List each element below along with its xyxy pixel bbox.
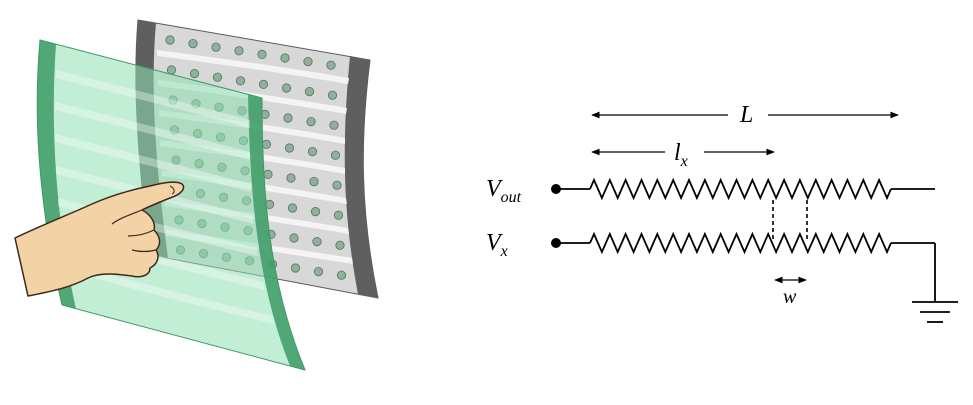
sensor-dot — [211, 42, 221, 52]
sensor-dot — [330, 150, 341, 160]
sensor-dot — [326, 60, 336, 70]
sensor-dot — [304, 87, 315, 97]
sensor-dot — [312, 237, 322, 247]
sensor-dot — [258, 79, 269, 90]
vout-main: V — [486, 176, 503, 202]
sensor-dot — [188, 38, 198, 49]
sensor-dot — [263, 169, 273, 179]
sensor-dot — [261, 139, 272, 149]
sensor-dot — [310, 207, 321, 217]
vx-label: Vx — [486, 230, 508, 260]
bottom-resistor — [556, 231, 936, 302]
sensor-dot — [313, 266, 324, 277]
sensor-dot — [234, 46, 244, 56]
circuit-diagram — [551, 111, 958, 323]
sensor-dot — [309, 177, 319, 187]
sensor-dot — [280, 53, 290, 63]
sensor-dot — [284, 143, 295, 153]
contact-lines — [772, 200, 808, 240]
lx-main: l — [674, 140, 681, 166]
sensor-dot — [307, 147, 318, 157]
vx-main: V — [486, 230, 503, 256]
sensor-dot — [335, 240, 345, 250]
sensor-dot — [257, 49, 267, 60]
sensor-dot — [212, 72, 223, 82]
sensor-dot — [283, 113, 293, 123]
length-L-label: L — [739, 102, 753, 128]
sensor-dot — [287, 203, 298, 213]
sensor-dot — [286, 173, 296, 183]
vx-terminal — [551, 238, 561, 248]
top-resistor — [556, 177, 935, 201]
sensor-illustration — [14, 19, 379, 371]
width-w-label: w — [783, 286, 797, 308]
front-electrode-sheet — [36, 39, 306, 371]
sensor-dot — [306, 117, 316, 127]
sensor-dot — [166, 65, 177, 75]
sensor-dot — [165, 35, 175, 45]
sensor-dot — [281, 83, 292, 93]
sensor-dot — [235, 76, 246, 86]
sensor-dot — [289, 233, 299, 243]
sensor-dot — [329, 120, 339, 130]
sensor-dot — [333, 210, 344, 220]
sensor-dot — [189, 69, 200, 79]
sensor-dot — [336, 270, 347, 280]
vx-subscript: x — [500, 243, 508, 260]
length-lx-label: lx — [674, 140, 688, 170]
sensor-dot — [327, 90, 338, 100]
ground-symbol-icon — [912, 301, 958, 323]
sensor-dot — [303, 56, 313, 67]
vout-label: Vout — [486, 176, 522, 206]
vout-terminal — [551, 184, 561, 194]
sensor-dot — [290, 263, 301, 273]
lx-subscript: x — [680, 153, 688, 170]
pointing-hand-icon — [14, 181, 185, 297]
sensor-dot — [332, 180, 342, 190]
vout-subscript: out — [501, 189, 522, 206]
front-sheet-stripes — [55, 70, 275, 324]
